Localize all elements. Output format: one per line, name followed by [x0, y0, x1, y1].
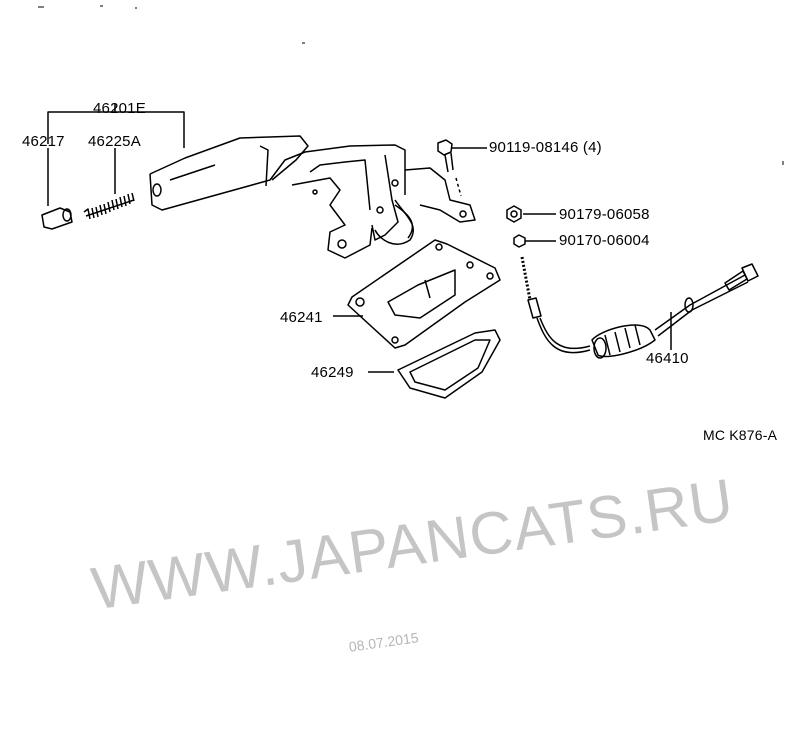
leader-lines — [47, 104, 672, 373]
part-label-46217[interactable]: 46217 — [22, 133, 65, 150]
part-label-46225A[interactable]: 46225A — [88, 133, 141, 150]
lever-part-46201E — [149, 135, 476, 259]
spring-part-46225A — [83, 192, 135, 220]
part-label-90179-06058[interactable]: 90179-06058 — [559, 206, 650, 223]
bolt-part-90119-08146 — [437, 139, 462, 197]
part-label-90170-06004[interactable]: 90170-06004 — [559, 232, 650, 249]
cap-part-46217 — [41, 207, 73, 230]
cable-part-46410 — [520, 256, 759, 359]
part-label-46410[interactable]: 46410 — [646, 350, 689, 367]
part-label-90119-08146[interactable]: 90119-08146 (4) — [489, 139, 602, 156]
plate-part-46241 — [347, 239, 501, 349]
diagram-code: MC K876-A — [703, 427, 778, 443]
nut-part-90170-06004 — [513, 234, 526, 248]
nut-part-90179-06058 — [506, 205, 522, 223]
part-label-46241[interactable]: 46241 — [280, 309, 323, 326]
part-label-46201E[interactable]: 46201E — [93, 100, 146, 117]
boot-part-46249 — [397, 329, 501, 399]
part-label-46249[interactable]: 46249 — [311, 364, 354, 381]
